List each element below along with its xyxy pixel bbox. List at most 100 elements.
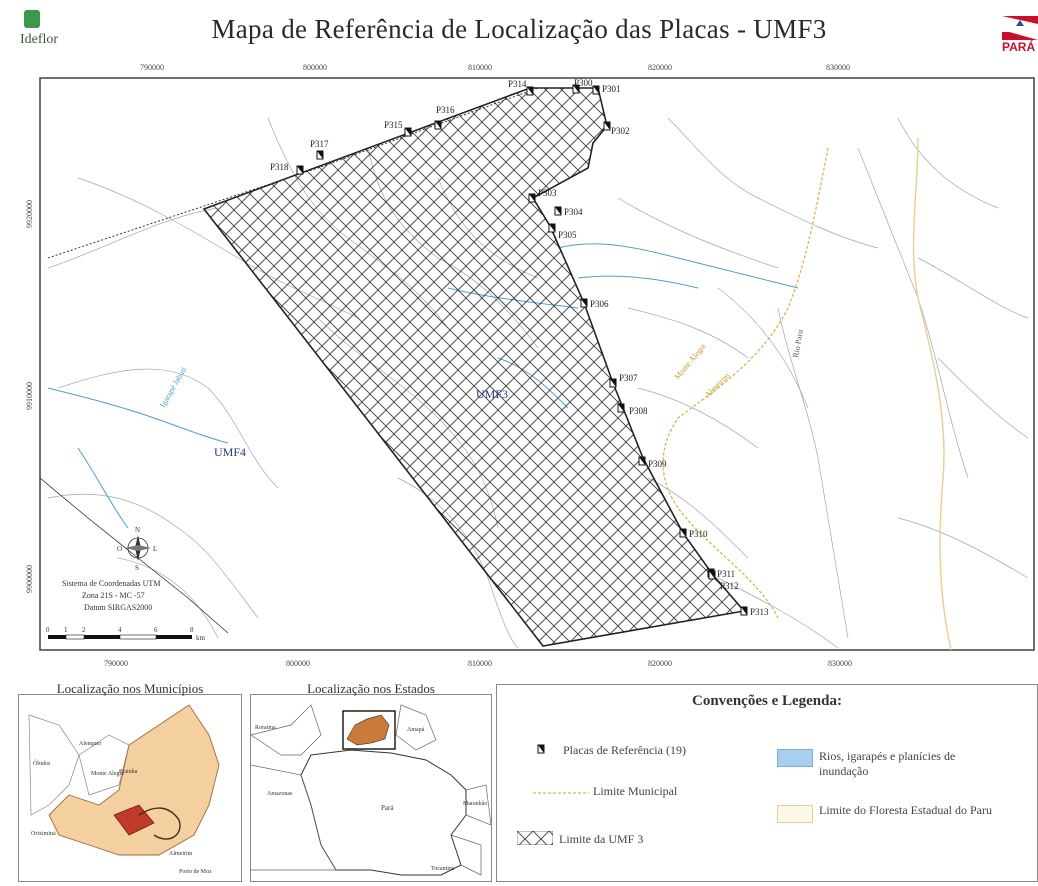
legend-limite-municipal-label: Limite Municipal (593, 784, 678, 798)
placa-marker-p301[interactable]: P301 (592, 84, 621, 95)
state-label-para: Pará (381, 804, 394, 812)
compass-l: L (153, 545, 157, 553)
coord-info-line-1: Sistema de Coordenadas UTM (62, 579, 160, 588)
state-label-amapa: Amapá (407, 727, 425, 733)
coord-info-line-2: Zona 21S - MC -57 (82, 591, 145, 600)
umf3-polygon[interactable] (202, 87, 746, 647)
placa-label-p301: P301 (602, 84, 621, 94)
tick-top-800000: 800000 (303, 63, 327, 72)
mun-label-alenquer: Alenquer (79, 741, 101, 747)
state-label-tocantins: Tocantins (431, 866, 455, 872)
placa-label-p312: P312 (720, 581, 739, 591)
tick-bottom-800000: 800000 (286, 659, 310, 668)
compass-s: S (135, 564, 139, 572)
main-map[interactable]: 790000 800000 810000 820000 830000 79000… (18, 58, 1038, 678)
scale-label-6: 6 (154, 626, 158, 634)
coord-info-line-3: Datum SIRGAS2000 (84, 603, 152, 612)
mun-label-obidos: Óbidos (33, 759, 51, 767)
placa-label-p314: P314 (508, 79, 527, 89)
map-title: Mapa de Referência de Localização das Pl… (211, 14, 827, 44)
placa-marker-p313[interactable]: P313 (740, 606, 769, 617)
tick-left-9910000: 9910000 (25, 382, 34, 410)
rivers-swatch-icon (777, 749, 813, 767)
placa-marker-p303[interactable]: P303 (528, 188, 557, 203)
para-flag-icon (1002, 16, 1038, 40)
placa-marker-p305[interactable]: P305 (548, 223, 577, 240)
legend-panel: Convenções e Legenda: Placas de Referênc… (496, 684, 1038, 882)
placa-marker-p310[interactable]: P310 (679, 528, 708, 539)
placa-label-p313: P313 (750, 607, 769, 617)
placa-label-p300: P300 (574, 78, 593, 88)
placas-layer: P300P301P302P303P304P305P306P307P308P309… (270, 78, 769, 617)
scale-label-4: 4 (118, 626, 122, 634)
para-logo-text: PARÁ (1002, 40, 1036, 54)
mun-label-almeirim: Almeirim (169, 851, 193, 857)
placa-label-p303: P303 (538, 188, 557, 198)
legend-floresta-label: Limite do Floresta Estadual do Paru (819, 803, 992, 817)
tick-bottom-790000: 790000 (104, 659, 128, 668)
tick-top-830000: 830000 (826, 63, 850, 72)
placa-label-p304: P304 (564, 207, 583, 217)
tick-bottom-830000: 830000 (828, 659, 852, 668)
placa-marker-p304[interactable]: P304 (554, 206, 583, 217)
umf4-label: UMF4 (214, 445, 246, 459)
state-label-amazonas: Amazonas (267, 791, 293, 797)
left-ticks: 9920000 9910000 9900000 (25, 200, 34, 593)
placa-label-p302: P302 (611, 126, 630, 136)
placa-label-p316: P316 (436, 105, 455, 115)
tick-top-810000: 810000 (468, 63, 492, 72)
mun-label-prainha: Prainha (119, 769, 138, 775)
legend-rios-label: Rios, igarapés e planícies de inundação (819, 749, 956, 778)
placa-marker-p316[interactable]: P316 (434, 105, 455, 130)
floresta-limit-line (912, 137, 952, 650)
compass-n: N (135, 526, 140, 534)
tick-bottom-820000: 820000 (648, 659, 672, 668)
inset-municipios[interactable]: Localização nos Municípios Óbidos Alenqu… (18, 681, 242, 882)
mun-label-oriximina: Oriximiná (31, 831, 56, 837)
placa-marker-p314[interactable]: P314 (508, 79, 534, 96)
ideflor-logo-text: Ideflor (20, 32, 59, 47)
inset-municipios-map: Óbidos Alenquer Monte Alegre Prainha Alm… (28, 704, 220, 875)
scale-label-1: 1 (64, 626, 68, 634)
umf3-label: UMF3 (476, 387, 508, 401)
placa-marker-p308[interactable]: P308 (617, 403, 648, 416)
legend-placas-label: Placas de Referência (19) (563, 743, 686, 757)
placa-marker-p309[interactable]: P309 (638, 456, 667, 469)
municipal-limit-icon (533, 792, 589, 794)
para-logo: PARÁ (1002, 16, 1038, 54)
tick-top-790000: 790000 (140, 63, 164, 72)
scale-label-0: 0 (46, 626, 50, 634)
placa-label-p307: P307 (619, 373, 638, 383)
state-label-maranhao: Maranhão (463, 801, 487, 807)
placa-label-p315: P315 (384, 120, 403, 130)
placa-marker-p300[interactable]: P300 (572, 78, 593, 94)
municipal-limit-line (662, 147, 829, 619)
state-label-roraima: Roraima (255, 725, 276, 731)
placa-marker-p312[interactable]: P312 (708, 570, 739, 591)
compass-o: O (117, 545, 122, 553)
placa-label-p317: P317 (310, 139, 329, 149)
placa-label-p311: P311 (717, 569, 735, 579)
floresta-swatch-icon (777, 805, 813, 823)
mun-label-monte-alegre: Monte Alegre (91, 771, 124, 777)
scale-bar: 0 1 2 4 6 8 km (46, 626, 206, 642)
ideflor-logo-icon (24, 10, 40, 28)
placa-label-p309: P309 (648, 459, 667, 469)
inset-estados[interactable]: Localização nos Estados Roraima Amapá Am… (250, 681, 492, 882)
placa-marker-p318[interactable]: P318 (270, 162, 304, 175)
placa-label-p308: P308 (629, 406, 648, 416)
scale-label-2: 2 (82, 626, 86, 634)
placa-marker-p315[interactable]: P315 (384, 120, 412, 137)
placa-marker-p302[interactable]: P302 (603, 121, 630, 136)
placa-label-p306: P306 (590, 299, 609, 309)
tick-left-9900000: 9900000 (25, 565, 34, 593)
legend-title: Convenções e Legenda: (692, 693, 842, 709)
placa-marker-p317[interactable]: P317 (310, 139, 329, 160)
placa-marker-p306[interactable]: P306 (580, 298, 609, 309)
scale-label-8: 8 (190, 626, 194, 634)
placa-marker-p307[interactable]: P307 (609, 373, 638, 388)
placa-label-p310: P310 (689, 529, 708, 539)
inset-estados-map: Roraima Amapá Amazonas Pará Maranhão Toc… (250, 704, 492, 876)
placa-marker-icon (537, 744, 545, 754)
inset-estados-title: Localização nos Estados (307, 681, 435, 696)
